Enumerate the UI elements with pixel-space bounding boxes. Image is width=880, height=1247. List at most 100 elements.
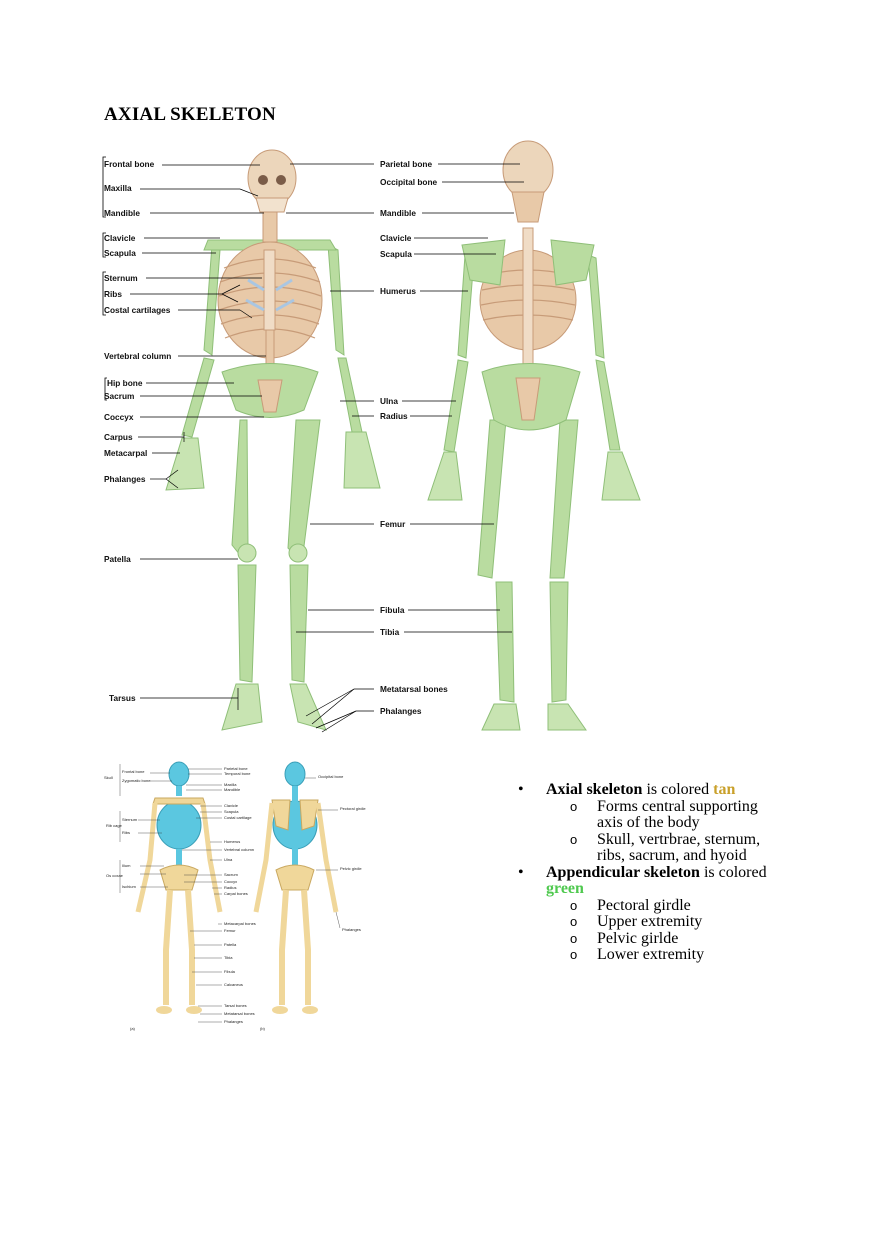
appendicular-color-word: green <box>546 880 584 897</box>
small-label-phalanges-right: Phalanges <box>342 927 361 932</box>
small-label-skull: Skull <box>104 775 113 780</box>
label-metacarpal: Metacarpal <box>104 448 147 458</box>
label-mandible-mid: Mandible <box>380 208 416 218</box>
middle-labels: Parietal bone Occipital bone Mandible Cl… <box>286 159 524 733</box>
label-ulna: Ulna <box>380 396 398 406</box>
sub-bullet-glyph: o <box>570 897 578 913</box>
label-femur: Femur <box>380 519 406 529</box>
label-maxilla: Maxilla <box>104 183 132 193</box>
anterior-skeleton <box>165 149 381 731</box>
page-title: AXIAL SKELETON <box>104 104 276 125</box>
label-tarsus: Tarsus <box>109 693 136 703</box>
label-mandible-left: Mandible <box>104 208 140 218</box>
sub-bullet-text: Pelvic girlde <box>597 929 679 947</box>
small-label-humerus: Humerus <box>224 839 240 844</box>
small-label-pectoral-girdle: Pectoral girdle <box>340 806 366 811</box>
small-label-ribs: Ribs <box>122 830 130 835</box>
left-labels: Frontal bone Maxilla Mandible Clavicle S… <box>102 156 266 710</box>
small-label-tibia: Tibia <box>224 955 233 960</box>
sub-bullet-text: Pectoral girdle <box>597 896 691 914</box>
bullet-glyph: • <box>518 781 524 798</box>
small-label-clavicle: Clavicle <box>224 803 239 808</box>
appendicular-term: Appendicular skeleton <box>546 863 700 881</box>
label-patella: Patella <box>104 554 131 564</box>
label-radius: Radius <box>380 411 408 421</box>
label-parietal-bone: Parietal bone <box>380 159 432 169</box>
small-label-costal-cartilage: Costal cartilage <box>224 815 252 820</box>
small-label-os-coxae: Os coxae <box>106 873 124 878</box>
label-tibia: Tibia <box>380 627 400 637</box>
label-sacrum: Sacrum <box>104 391 134 401</box>
small-label-sternum: Sternum <box>122 817 138 822</box>
label-ribs: Ribs <box>104 289 122 299</box>
small-label-radius: Radius <box>224 885 236 890</box>
label-phalanges-left: Phalanges <box>104 474 146 484</box>
label-scapula-mid: Scapula <box>380 249 412 259</box>
small-label-ilium: Ilium <box>122 863 131 868</box>
sub-bullet-glyph: o <box>570 947 578 962</box>
small-label-calcaneus: Calcaneus <box>224 982 243 987</box>
label-clavicle-mid: Clavicle <box>380 233 412 243</box>
sub-bullet-app-1: o Pectoral girdle <box>516 896 776 915</box>
small-label-patella: Patella <box>224 942 237 947</box>
sub-bullet-axial-1: o Forms central supporting axis of the b… <box>516 797 776 832</box>
appendicular-text: is colored <box>699 863 767 881</box>
small-label-pelvic-girdle: Pelvic girdle <box>340 866 362 871</box>
small-label-panel-a: (a) <box>130 1026 136 1031</box>
small-label-temporal-bone: Temporal bone <box>224 771 251 776</box>
sub-bullet-text: Forms central supporting axis of the bod… <box>597 797 758 831</box>
sub-bullet-text: Lower extremity <box>597 946 705 963</box>
sub-bullet-app-2: o Upper extremity <box>516 913 776 931</box>
sub-bullet-text: Skull, vertrbrae, sternum, ribs, sacrum,… <box>597 830 761 864</box>
label-vertebral-column: Vertebral column <box>104 351 171 361</box>
label-costal-cartilages: Costal cartilages <box>104 305 171 315</box>
label-scapula-left: Scapula <box>104 248 136 258</box>
small-label-mandible: Mandible <box>224 787 241 792</box>
bullet-glyph: • <box>518 863 524 881</box>
label-metatarsal-bones: Metatarsal bones <box>380 684 448 694</box>
bullet-list: • Axial skeleton is colored tan o Forms … <box>516 781 776 964</box>
label-hip-bone: Hip bone <box>107 378 143 388</box>
small-label-ulna: Ulna <box>224 857 233 862</box>
sub-bullet-glyph: o <box>570 831 578 847</box>
small-label-carpal-bones: Carpal bones <box>224 891 248 896</box>
sub-bullet-app-3: o Pelvic girlde <box>516 929 776 948</box>
label-sternum: Sternum <box>104 273 138 283</box>
label-fibula: Fibula <box>380 605 405 615</box>
sub-bullet-text: Upper extremity <box>597 913 703 930</box>
label-frontal-bone: Frontal bone <box>104 159 155 169</box>
label-humerus: Humerus <box>380 286 416 296</box>
small-label-ischium: Ischium <box>122 884 136 889</box>
small-label-metacarpal-bones: Metacarpal bones <box>224 921 256 926</box>
small-label-scapula: Scapula <box>224 809 239 814</box>
small-label-maxilla: Maxilla <box>224 782 237 787</box>
small-label-fibula: Fibula <box>224 969 236 974</box>
posterior-skeleton <box>427 140 641 731</box>
small-label-vertebral-column: Vertebral column <box>224 847 254 852</box>
bullet-appendicular: • Appendicular skeleton is colored green <box>516 863 776 898</box>
small-label-metatarsal-bones: Metatarsal bones <box>224 1011 255 1016</box>
small-skeleton-figure: Skull Frontal bone Zygomatic bone Rib ca… <box>104 761 366 1031</box>
label-coccyx: Coccyx <box>104 412 134 422</box>
small-label-phalanges-mid: Phalanges <box>224 1019 243 1024</box>
label-phalanges-mid: Phalanges <box>380 706 422 716</box>
sub-bullet-glyph: o <box>570 914 578 929</box>
small-label-tarsal-bones: Tarsal bones <box>224 1003 247 1008</box>
label-clavicle-left: Clavicle <box>104 233 136 243</box>
small-label-parietal-bone: Parietal bone <box>224 766 248 771</box>
small-label-rib-cage: Rib cage <box>106 823 123 828</box>
small-label-occipital-bone: Occipital bone <box>318 774 344 779</box>
small-label-sacrum: Sacrum <box>224 872 238 877</box>
axial-term: Axial skeleton <box>546 781 643 798</box>
sub-bullet-axial-2: o Skull, vertrbrae, sternum, ribs, sacru… <box>516 830 776 865</box>
small-label-panel-b: (b) <box>260 1026 266 1031</box>
small-label-frontal-bone: Frontal bone <box>122 769 145 774</box>
label-occipital-bone: Occipital bone <box>380 177 438 187</box>
small-label-zygomatic-bone: Zygomatic bone <box>122 778 151 783</box>
sub-bullet-glyph: o <box>570 798 578 814</box>
axial-color-word: tan <box>713 781 736 798</box>
label-carpus: Carpus <box>104 432 133 442</box>
axial-text: is colored <box>642 781 714 798</box>
small-label-coccyx: Coccyx <box>224 879 237 884</box>
bullet-axial: • Axial skeleton is colored tan <box>516 781 776 799</box>
